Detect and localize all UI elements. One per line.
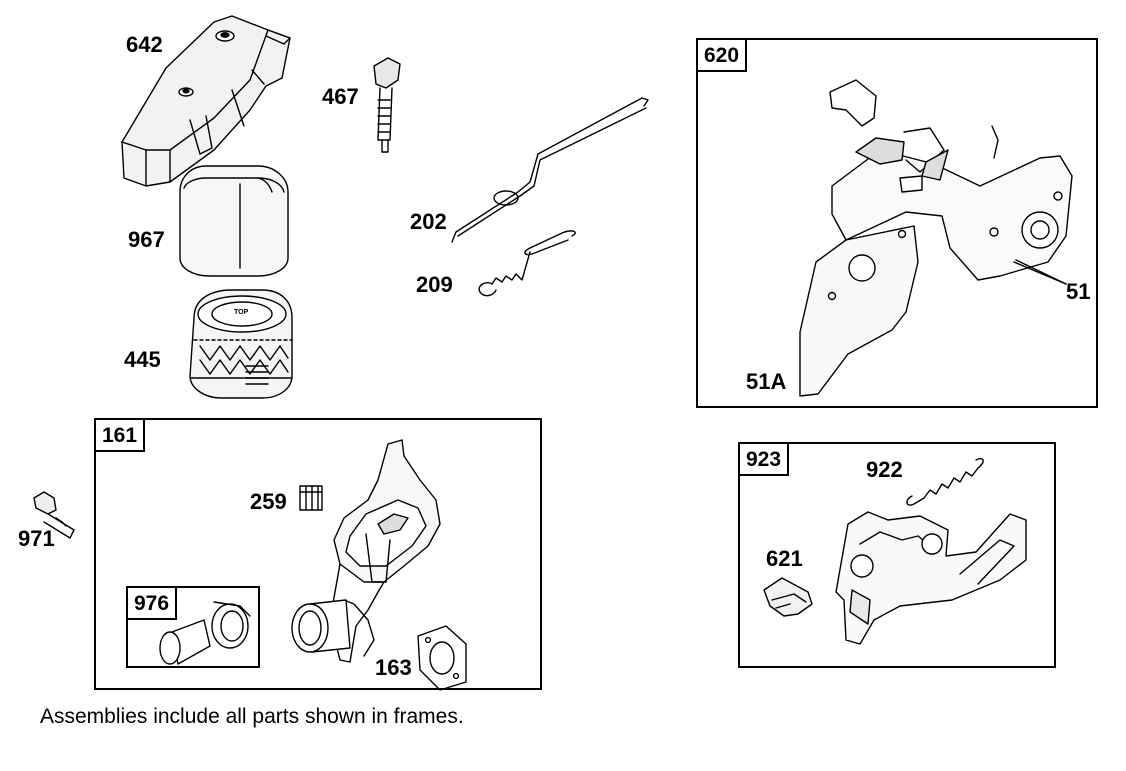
control-plate-923 xyxy=(836,512,1026,644)
control-bracket-620 xyxy=(800,80,1072,396)
frame-620: 620 xyxy=(696,38,1098,408)
part-label-467: 467 xyxy=(322,84,359,109)
frame-161: 161 xyxy=(94,418,542,690)
part-label-202: 202 xyxy=(410,209,447,234)
part-label-51: 51 xyxy=(1066,279,1091,304)
filter-top-marking: TOP xyxy=(234,309,249,316)
part-label-621: 621 xyxy=(766,546,803,571)
breather-976 xyxy=(160,602,250,664)
bolt-467 xyxy=(374,58,400,152)
air-cleaner-base-161 xyxy=(292,440,440,662)
governor-link-202 xyxy=(452,98,648,242)
part-label-209: 209 xyxy=(416,272,453,297)
governor-spring-209 xyxy=(479,231,575,296)
part-label-971: 971 xyxy=(18,526,55,551)
air-cleaner-cover-642 xyxy=(122,16,290,186)
air-filter-445 xyxy=(190,290,292,398)
part-label-163: 163 xyxy=(375,655,412,680)
grommet-259 xyxy=(300,486,322,510)
pre-cleaner-967 xyxy=(180,166,288,276)
frame-976: 976 xyxy=(126,586,260,668)
bolt-971 xyxy=(34,492,74,538)
part-label-967: 967 xyxy=(128,227,165,252)
part-label-51a: 51A xyxy=(746,369,787,394)
frame-161-label: 161 xyxy=(94,418,146,452)
part-label-642: 642 xyxy=(126,32,163,57)
frame-976-label: 976 xyxy=(126,586,178,620)
part-label-259: 259 xyxy=(250,489,287,514)
frame-923: 923 xyxy=(738,442,1056,668)
part-label-922: 922 xyxy=(866,457,903,482)
frame-620-label: 620 xyxy=(696,38,748,72)
gasket-163 xyxy=(418,626,466,690)
clip-621 xyxy=(764,578,812,616)
part-label-445: 445 xyxy=(124,347,161,372)
footnote: Assemblies include all parts shown in fr… xyxy=(40,705,464,728)
spring-922 xyxy=(907,459,983,505)
frame-923-label: 923 xyxy=(738,442,790,476)
leader-line-51 xyxy=(1014,262,1066,284)
